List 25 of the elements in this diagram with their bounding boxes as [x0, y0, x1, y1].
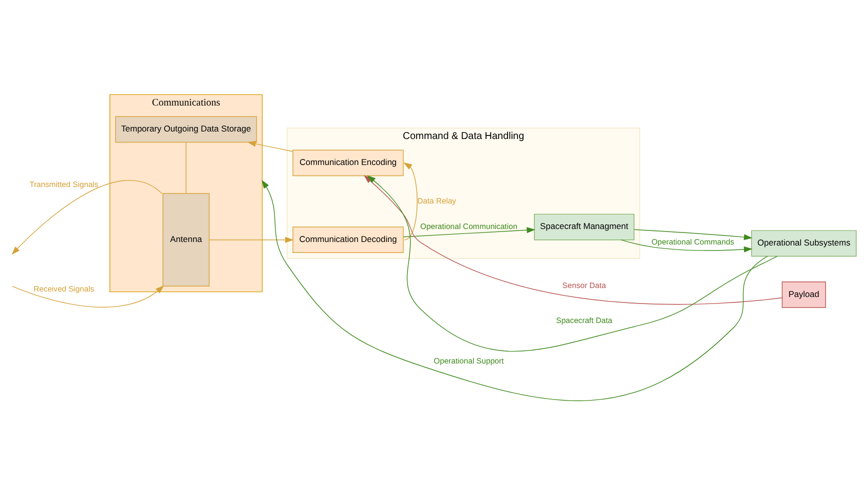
node-box: Spacecraft Managment: [534, 213, 634, 240]
edge-label: Operational Communication: [420, 222, 518, 231]
arrow: [12, 284, 164, 308]
arrow: [12, 180, 162, 254]
arrow: [262, 179, 768, 400]
arrow: [209, 236, 294, 242]
edge-label: Operational Support: [434, 356, 504, 366]
arrow: [403, 226, 536, 237]
node-box: Temporary Outgoing Data Storage: [115, 116, 257, 142]
arrow: [634, 228, 752, 240]
edge-label: Transmitted Signals: [29, 179, 98, 188]
arrow: [247, 140, 294, 152]
arrow: [620, 239, 752, 252]
node-box: Antenna: [162, 192, 210, 286]
edge-label: Sensor Data: [562, 280, 606, 290]
arrow: [403, 162, 418, 240]
node-box: Payload: [782, 281, 826, 308]
node-box: Operational Subsystems: [751, 230, 857, 256]
edge-label: Spacecraft Data: [556, 316, 612, 325]
node-box: Communication Decoding: [292, 226, 404, 252]
node-box: Communication Encoding: [292, 149, 404, 176]
edge-label: Received Signals: [34, 284, 94, 294]
edge-label: Data Relay: [417, 196, 456, 205]
edge-label: Operational Commands: [651, 237, 734, 246]
arrow: [367, 174, 778, 351]
